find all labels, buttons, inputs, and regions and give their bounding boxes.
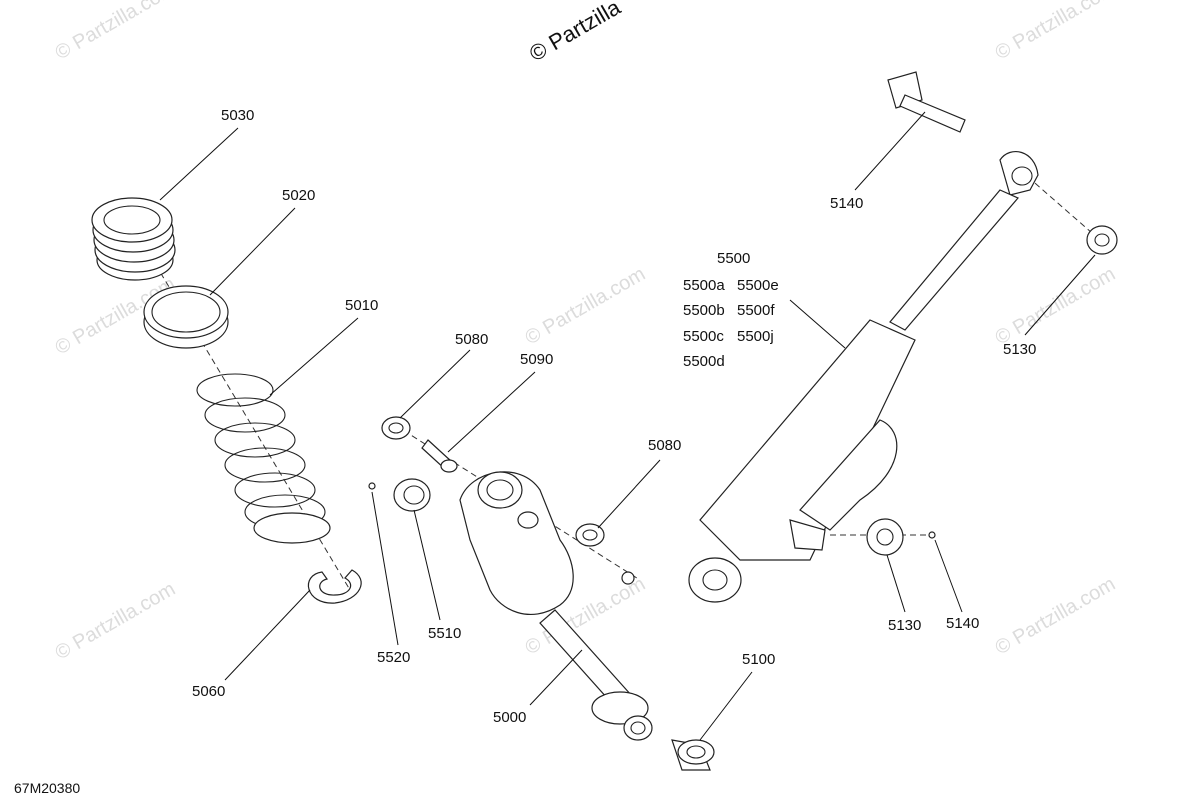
watermark: © Partzilla.com [52, 0, 180, 64]
watermark-top: © Partzilla [525, 0, 625, 66]
part-5060-clip[interactable] [307, 569, 362, 604]
part-5000-shock-body[interactable] [459, 471, 653, 741]
part-5520-screw[interactable] [368, 482, 376, 490]
watermark: © Partzilla.com [992, 263, 1120, 349]
callout-5500[interactable]: 5500 [717, 250, 750, 267]
watermark: © Partzilla.com [992, 573, 1120, 659]
watermark: © Partzilla.com [52, 578, 180, 664]
part-5500-shock[interactable] [688, 151, 1039, 603]
part-5090-sleeve[interactable] [421, 439, 458, 473]
callout-5090[interactable]: 5090 [520, 351, 553, 368]
spring-assembly [91, 197, 362, 604]
callout-5030[interactable]: 5030 [221, 107, 254, 124]
part-5510-knob[interactable] [393, 478, 431, 512]
callout-5500b[interactable]: 5500b [683, 302, 725, 319]
callout-labels: 5030 5020 5010 5060 5080 5090 5080 5520 … [192, 107, 1036, 726]
part-5140-bolt[interactable] [887, 71, 966, 133]
callout-5500e[interactable]: 5500e [737, 277, 779, 294]
callout-5080-right[interactable]: 5080 [648, 437, 681, 454]
watermark: © Partzilla.com [522, 263, 650, 349]
leader-lines [159, 111, 1096, 741]
callout-5130-bottom[interactable]: 5130 [888, 617, 921, 634]
center-shock-assembly [368, 416, 715, 771]
callout-5510[interactable]: 5510 [428, 625, 461, 642]
callout-5130-top[interactable]: 5130 [1003, 341, 1036, 358]
callout-5080-top[interactable]: 5080 [455, 331, 488, 348]
callout-5500c[interactable]: 5500c [683, 328, 724, 345]
callout-5520[interactable]: 5520 [377, 649, 410, 666]
callout-5500a[interactable]: 5500a [683, 277, 725, 294]
callout-5140-top[interactable]: 5140 [830, 195, 863, 212]
callout-5060[interactable]: 5060 [192, 683, 225, 700]
part-5080-bushing[interactable] [575, 523, 605, 547]
part-5140-screw[interactable] [928, 531, 936, 539]
part-5130-nut[interactable] [866, 518, 904, 556]
callout-5140-bottom[interactable]: 5140 [946, 615, 979, 632]
bolt-end [621, 571, 635, 585]
part-5100-bushing[interactable] [671, 739, 715, 771]
callout-5010[interactable]: 5010 [345, 297, 378, 314]
drawing-reference-number: 67M20380 [14, 780, 80, 796]
callout-5500f[interactable]: 5500f [737, 302, 775, 319]
part-5030-coil[interactable] [91, 197, 176, 281]
callout-5020[interactable]: 5020 [282, 187, 315, 204]
callout-5500j[interactable]: 5500j [737, 328, 774, 345]
right-shock-assembly [688, 71, 1118, 603]
part-5020-collar[interactable] [143, 285, 229, 349]
part-5130-nut[interactable] [1086, 225, 1118, 255]
watermark: © Partzilla.com [992, 0, 1120, 64]
callout-5500d[interactable]: 5500d [683, 353, 725, 370]
callout-5100[interactable]: 5100 [742, 651, 775, 668]
callout-5000[interactable]: 5000 [493, 709, 526, 726]
part-5010-spring[interactable] [196, 373, 331, 544]
part-5080-bushing[interactable] [381, 416, 411, 440]
